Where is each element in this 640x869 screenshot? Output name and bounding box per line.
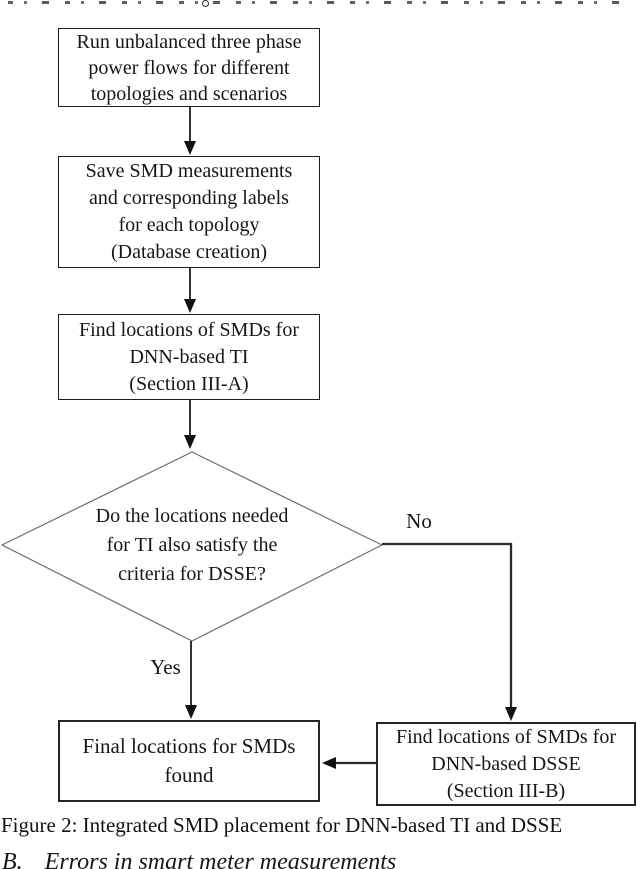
- node-text-line: for each topology: [118, 214, 260, 236]
- arrowhead-down-1: [184, 141, 196, 155]
- section-heading: B. Errors in smart meter measurements: [2, 847, 638, 869]
- node-find-smd-ti: Find locations of SMDs for DNN-based TI …: [58, 314, 320, 400]
- node-text-line: Do the locations needed: [95, 505, 289, 527]
- yes-edge-label: Yes: [150, 655, 181, 679]
- clipped-text-remnant: [8, 1, 634, 4]
- arrowhead-left: [322, 757, 336, 769]
- node-text-line: and corresponding labels: [89, 187, 289, 209]
- node-text-line: for TI also satisfy the: [106, 534, 278, 556]
- no-edge-label: No: [406, 509, 432, 533]
- arrowhead-down-no: [505, 707, 517, 721]
- node-text-line: DNN-based DSSE: [431, 752, 581, 775]
- clipped-descender-mark: [202, 0, 209, 7]
- node-ti-dsse-decision: Do the locations needed for TI also sati…: [62, 502, 322, 589]
- section-heading-label: B.: [2, 849, 23, 869]
- node-text-line: Find locations of SMDs for: [79, 318, 299, 341]
- no-arrow-elbow: [382, 542, 513, 708]
- figure-caption: Figure 2: Integrated SMD placement for D…: [1, 813, 563, 837]
- node-text-line: topologies and scenarios: [90, 82, 288, 105]
- arrowhead-down-yes: [185, 705, 197, 719]
- node-find-smd-dsse: Find locations of SMDs for DNN-based DSS…: [376, 722, 636, 806]
- arrowhead-down-3: [184, 435, 196, 449]
- node-final-locations: Final locations for SMDs found: [58, 720, 320, 802]
- node-text-line: Run unbalanced three phase: [76, 30, 302, 53]
- node-run-power-flows: Run unbalanced three phase power flows f…: [58, 28, 320, 107]
- node-text-line: (Database creation): [110, 241, 267, 263]
- node-text-line: found: [164, 763, 214, 787]
- node-text-line: (Section III-A): [129, 372, 249, 395]
- node-text-line: Final locations for SMDs: [82, 734, 296, 758]
- node-text-line: Save SMD measurements: [85, 160, 293, 182]
- node-text-line: Find locations of SMDs for: [396, 725, 616, 748]
- node-save-measurements: Save SMD measurements and corresponding …: [58, 156, 320, 268]
- node-text-line: (Section III-B): [446, 779, 566, 802]
- node-text-line: DNN-based TI: [129, 345, 249, 368]
- node-text-line: power flows for different: [88, 56, 290, 79]
- section-heading-title: Errors in smart meter measurements: [44, 849, 397, 869]
- node-text-line: criteria for DSSE?: [118, 563, 266, 585]
- arrowhead-down-2: [184, 299, 196, 313]
